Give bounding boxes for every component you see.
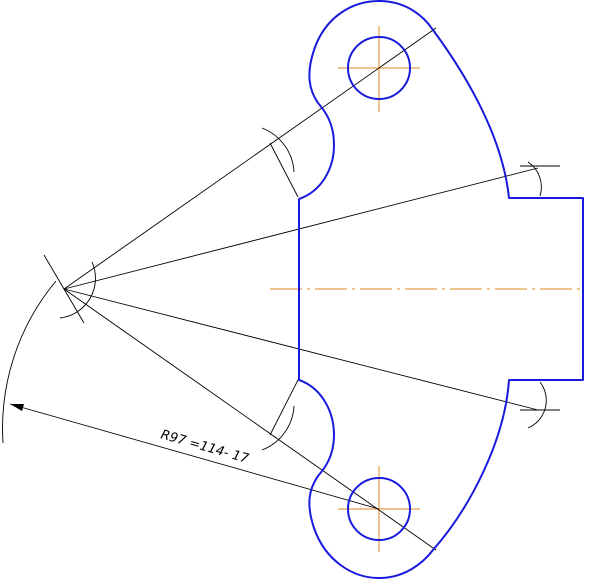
lower-notch-line: [269, 379, 299, 436]
ray-lower-tab: [63, 288, 539, 411]
upper-notch-line: [269, 142, 299, 198]
lower-tab-tick-arc: [527, 381, 547, 429]
radius-arc: [2, 280, 57, 444]
part-contour: [298, 0, 584, 579]
construction-lines: [2, 27, 560, 551]
top-mounting-hole: [347, 36, 411, 100]
radius-arrowhead: [10, 404, 24, 411]
apex-mark-b: [59, 261, 96, 319]
radius-dimension-line: [9, 403, 380, 510]
upper-tab-tick-arc: [527, 161, 542, 197]
ray-bottom-hole: [63, 288, 437, 551]
radius-dimension-label: R97 =114- 17: [159, 427, 251, 467]
bottom-mounting-hole: [347, 477, 411, 541]
ray-top-hole: [63, 27, 437, 290]
part-outline: [298, 0, 584, 579]
center-lines: [270, 26, 585, 552]
lower-notch-arc: [261, 405, 295, 451]
ray-upper-tab: [63, 167, 539, 290]
upper-notch-arc: [261, 127, 295, 173]
